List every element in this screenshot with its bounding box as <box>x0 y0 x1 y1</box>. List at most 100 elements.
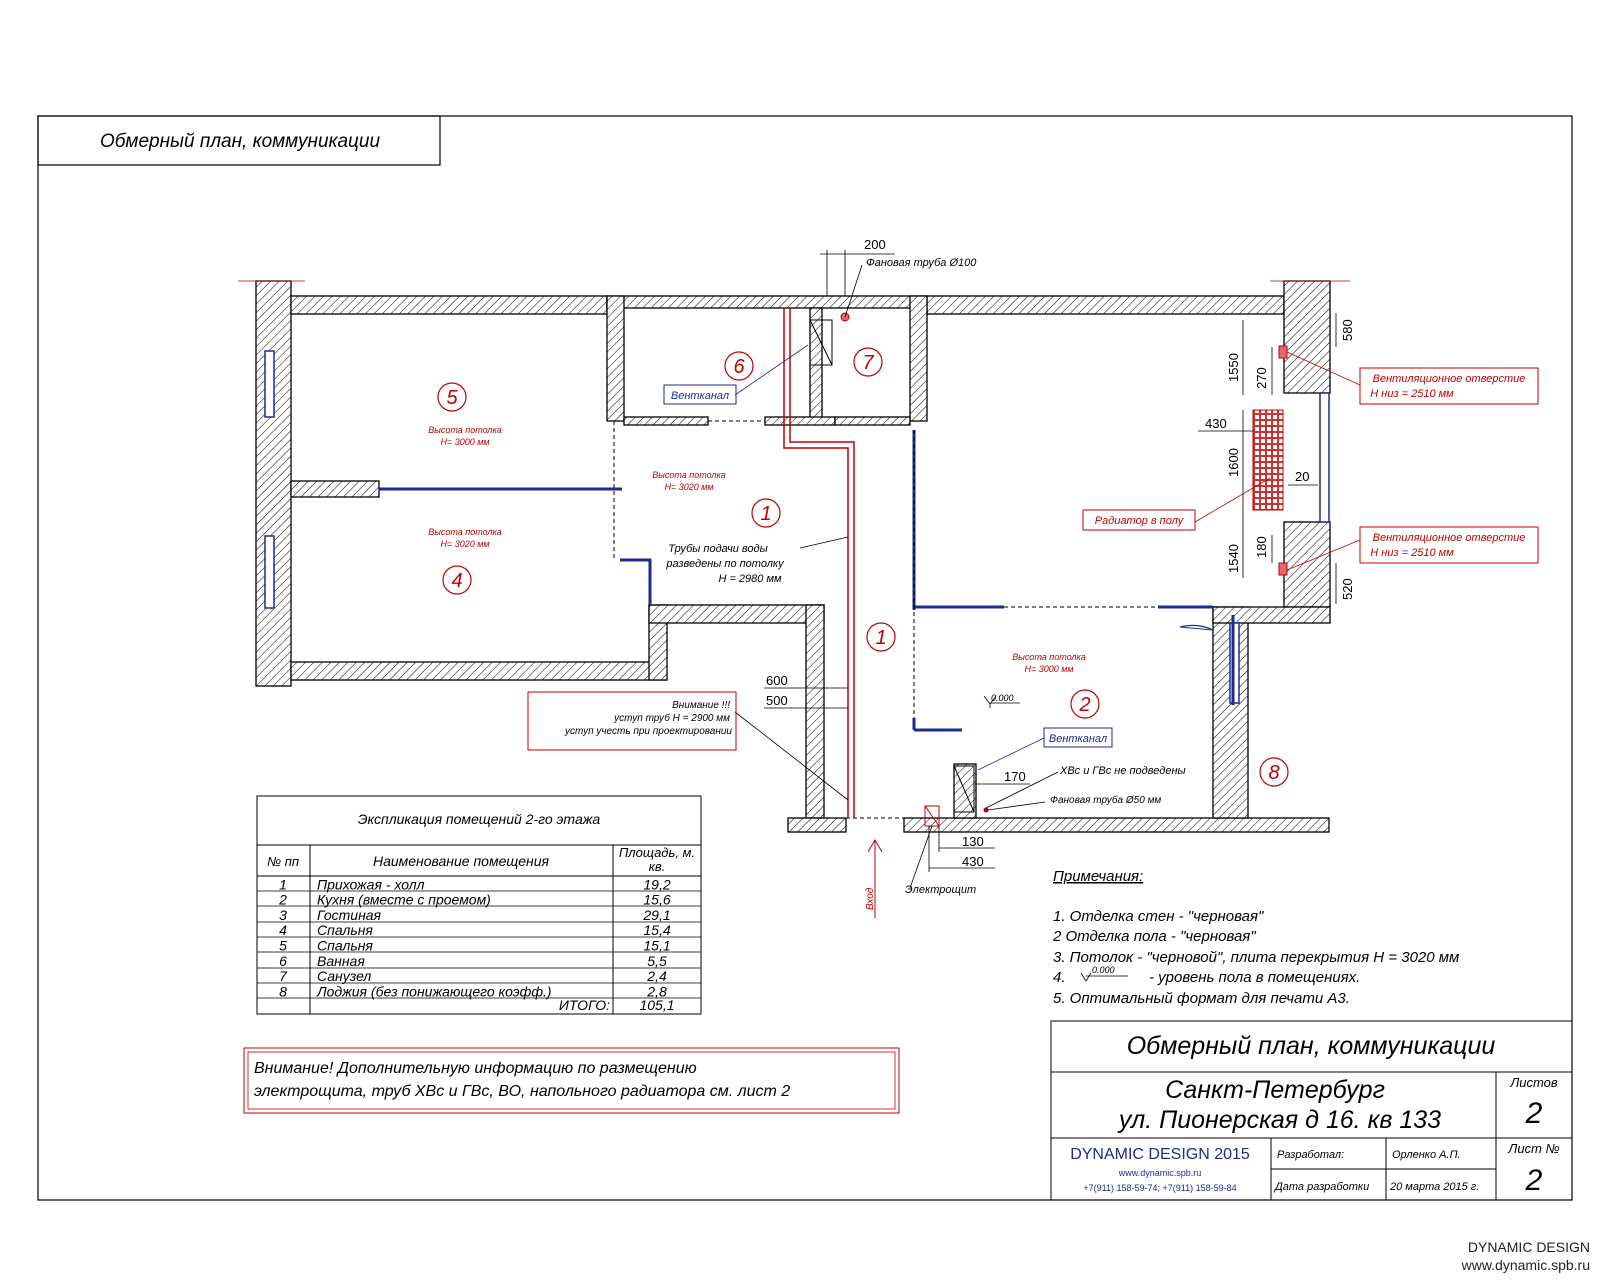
explication-title: Экспликация помещений 2-го этажа <box>358 811 601 827</box>
explication-cell-name: Гостиная <box>317 907 382 923</box>
vent-hole-box-2 <box>1359 526 1539 564</box>
explication-cell-area: 2,8 <box>646 983 667 999</box>
vent-hole-box-1 <box>1359 367 1539 405</box>
radiator-box <box>1082 509 1196 531</box>
explication-total-label: ИТОГО: <box>559 997 610 1013</box>
dim-text: 180 <box>1254 536 1269 558</box>
explication-cell-num: 7 <box>279 968 288 984</box>
explication-cell-name: Прихожая - холл <box>317 876 425 892</box>
sheet-title: Обмерный план, коммуникации <box>100 131 381 152</box>
attention-line2: электрощита, труб ХВс и ГВс, ВО, напольн… <box>254 1083 790 1100</box>
ventkanal-label-2: Вентканал <box>1049 733 1107 745</box>
fan-pipe-50-label: Фановая труба Ø50 мм <box>1050 794 1161 806</box>
explication-cell-area: 15,1 <box>643 938 670 954</box>
explication-cell-name: Кухня (вместе с проемом) <box>317 892 491 908</box>
explication-header-area: Площадь, м. кв. <box>618 846 696 874</box>
watermark-brand: DYNAMIC DESIGN <box>1468 1239 1590 1255</box>
fixtures <box>809 319 975 827</box>
company-phones: +7(911) 158-59-74; +7(911) 158-59-84 <box>1083 1183 1236 1193</box>
title-block-title: Обмерный план, коммуникации <box>1127 1032 1496 1060</box>
dim-text: 20 <box>1295 469 1309 484</box>
entrance-label: Вход <box>865 887 876 910</box>
pipes-label-1: Трубы подачи воды <box>668 543 767 555</box>
note-item: 5. Оптимальный формат для печати А3. <box>1053 990 1350 1007</box>
wall-bedroom-bottom <box>290 661 667 681</box>
company-site: www.dynamic.spb.ru <box>1118 1168 1202 1178</box>
room-number: 4 <box>451 570 462 592</box>
radiator-label: Радиатор в полу <box>1095 515 1185 527</box>
note-item-num: 4. <box>1053 969 1066 986</box>
wall-bottom-1 <box>787 817 847 833</box>
explication-cell-area: 15,4 <box>643 922 670 938</box>
callout-texts: Фановая труба Ø100 Вентканал Вентканал В… <box>564 257 1525 910</box>
wall-right-bottom <box>1283 521 1331 608</box>
room-number: 1 <box>875 627 886 649</box>
dim-text: 1600 <box>1226 448 1241 477</box>
vent-shaft-2 <box>953 765 975 813</box>
note-item: 2 Отделка пола - "черновая" <box>1052 928 1256 945</box>
explication-cell-area: 5,5 <box>647 953 667 969</box>
wall-top-right <box>926 295 1285 315</box>
wall-top-left <box>290 295 608 315</box>
wall-left <box>255 280 292 687</box>
explication-cell-num: 3 <box>279 907 287 923</box>
ceiling-label-line2: H= 3020 мм <box>664 482 713 492</box>
level-label: 0.000 <box>991 693 1014 703</box>
explication-header-name: Наименование помещения <box>373 853 550 869</box>
explication-cell-num: 2 <box>278 892 287 908</box>
attention-line1: Внимание! Дополнительную информацию по р… <box>254 1060 697 1077</box>
wall-bath-bottom-2 <box>764 416 836 426</box>
dim-text: 580 <box>1340 319 1355 341</box>
dimension-texts: 200 580 1550 270 430 1600 20 1540 180 52… <box>766 237 1355 869</box>
sheet-label: Лист № <box>1507 1141 1559 1156</box>
callout-boxes <box>527 367 1539 751</box>
title-block-city: Санкт-Петербург <box>1165 1076 1385 1104</box>
dim-text: 500 <box>766 693 788 708</box>
entrance-arrow <box>867 839 883 918</box>
date-label: Дата разработки <box>1273 1181 1369 1193</box>
floor-radiator <box>1252 409 1284 511</box>
warning-label-1: Внимание !!! <box>672 700 730 711</box>
room-number: 2 <box>1078 694 1090 716</box>
explication-cell-area: 19,2 <box>643 876 670 892</box>
walls <box>255 280 1331 833</box>
developer-label: Разработал: <box>1277 1149 1344 1161</box>
room-circles <box>437 347 1289 787</box>
explication-cell-num: 4 <box>279 922 287 938</box>
window-2 <box>264 535 275 609</box>
sheets-label: Листов <box>1509 1075 1558 1090</box>
hvs-label: ХВс и ГВс не подведены <box>1059 765 1186 777</box>
attention-box-outer <box>243 1047 900 1114</box>
note-level: 0.000 <box>1092 965 1115 975</box>
room-numbers: 1 1 2 4 5 6 7 8 <box>446 352 1279 784</box>
warning-box <box>527 691 737 751</box>
room-number: 6 <box>733 356 745 378</box>
notes-title: Примечания: <box>1053 868 1143 885</box>
note-item: - уровень пола в помещениях. <box>1149 969 1360 986</box>
window-1 <box>264 350 275 418</box>
vent-hole-marker-1 <box>1278 345 1288 359</box>
fan-pipe-50-point <box>983 807 989 813</box>
dim-text: 170 <box>1004 769 1026 784</box>
ceiling-label-line2: H= 3000 мм <box>440 437 489 447</box>
note-level-mark <box>1080 972 1128 982</box>
wall-bath-bottom-3 <box>834 416 911 426</box>
dim-text: 600 <box>766 673 788 688</box>
level-mark <box>983 695 1020 708</box>
explication-table: Экспликация помещений 2-го этажа № пп На… <box>256 795 702 1015</box>
header-box <box>37 115 441 166</box>
ceiling-labels: Высота потолка H= 3000 мм Высота потолка… <box>428 425 1086 674</box>
pipe-2 <box>789 308 855 818</box>
dim-text: 130 <box>962 834 984 849</box>
ceiling-label-line1: Высота потолка <box>1012 652 1086 662</box>
ceiling-label-line2: H= 3020 мм <box>440 539 489 549</box>
vent-hole-height-1: H низ = 2510 мм <box>1370 388 1454 400</box>
watermark-site: www.dynamic.spb.ru <box>1461 1257 1590 1273</box>
warning-label-2: уступ труб H = 2900 мм <box>613 712 730 724</box>
wall-bath-bottom-1 <box>623 416 709 426</box>
room-number: 1 <box>760 503 771 525</box>
dim-text: 520 <box>1340 578 1355 600</box>
wall-bedroom-stub <box>290 480 380 498</box>
dim-text: 430 <box>1205 416 1227 431</box>
ventkanal-box-1 <box>663 384 737 405</box>
